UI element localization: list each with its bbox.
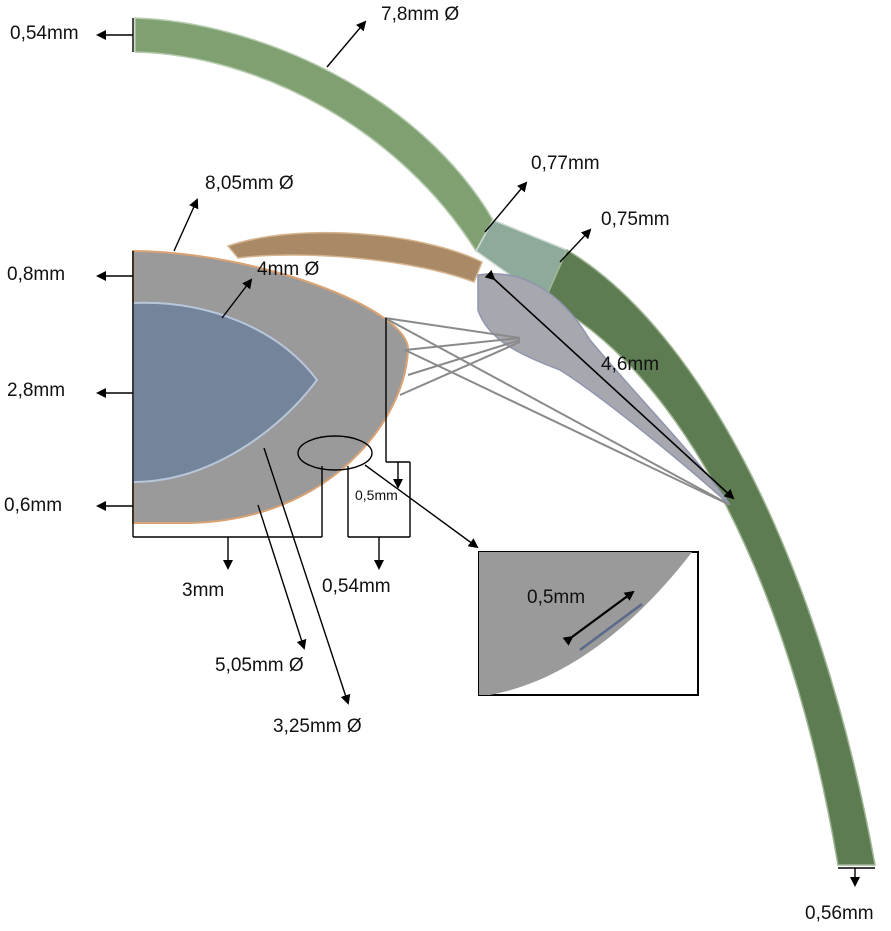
label-sclera-bottom-thickness: 0,56mm: [805, 903, 874, 924]
iris-band: [226, 231, 483, 283]
label-limbus-thickness-b: 0,75mm: [601, 209, 670, 230]
dimension-arrows: [96, 20, 860, 887]
label-nucleus-equator-diameter: 3,25mm Ø: [273, 716, 362, 737]
label-inner-diameter: 5,05mm Ø: [215, 655, 304, 676]
label-lens-diameter: 8,05mm Ø: [205, 173, 294, 194]
label-sclera-diameter: 7,8mm Ø: [381, 4, 459, 25]
label-lens-half-thickness: 3mm: [182, 580, 224, 601]
label-limbus-thickness-a: 0,77mm: [531, 153, 600, 174]
sclera-upper: [134, 17, 494, 253]
label-equator-gap: 0,54mm: [322, 576, 391, 597]
ciliary-distance-arrow: [484, 269, 735, 500]
label-zonule-gap: 0,5mm: [355, 487, 398, 503]
detail-inset: [478, 551, 699, 696]
label-nucleus-thickness: 2,8mm: [7, 380, 65, 401]
label-ciliary-distance: 4,6mm: [601, 354, 659, 375]
label-sclera-top-thickness: 0,54mm: [10, 23, 79, 44]
label-inset-capsule-thickness: 0,5mm: [527, 587, 585, 608]
label-lens-axial-thickness: 0,8mm: [7, 264, 65, 285]
lens-nucleus: [132, 301, 319, 484]
label-posterior-cortex-thickness: 0,6mm: [4, 495, 62, 516]
label-nucleus-diameter: 4mm Ø: [257, 259, 320, 280]
